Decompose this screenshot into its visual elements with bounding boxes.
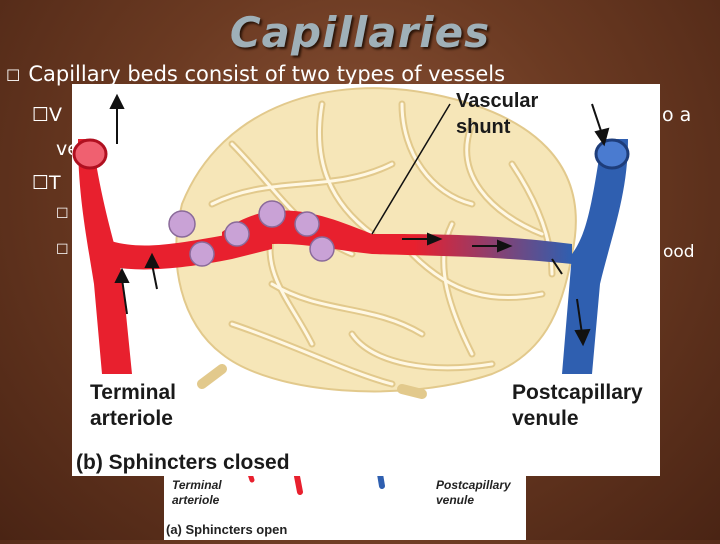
bullet-fragment-v: ☐V (32, 104, 62, 126)
caption-a: (a) Sphincters open (166, 522, 287, 537)
sub-bullet-icon: ☐ (56, 206, 69, 222)
sub-bullet-icon: ☐ (56, 242, 69, 258)
label-terminal-arteriole-b: Terminal arteriole (90, 380, 176, 432)
slide-title: Capillaries (0, 8, 720, 57)
postcapillary-venule (562, 139, 628, 374)
bullet-icon: ☐ (6, 66, 20, 85)
label-postcapillary-venule-b: Postcapillary venule (512, 380, 643, 432)
bullet-fragment-a: o a (662, 104, 691, 126)
label-postcapillary-venule-a: Postcapillary venule (436, 478, 511, 508)
label-vascular-shunt: Vascular shunt (456, 88, 538, 140)
sub-bullet-icon: ☐ (32, 172, 49, 194)
bullet-text-1: Capillary beds consist of two types of v… (28, 62, 505, 86)
sub-bullet-icon: ☐ (32, 104, 49, 126)
figure-sphincters-closed: Vascular shunt Terminal arteriole Postca… (72, 84, 660, 476)
bullet-fragment-t: ☐T (32, 172, 61, 194)
bullet-fragment-ood: ood (663, 242, 695, 262)
bullet-line-1: ☐ Capillary beds consist of two types of … (6, 62, 505, 86)
label-terminal-arteriole-a: Terminal arteriole (172, 478, 222, 508)
caption-b: (b) Sphincters closed (76, 450, 290, 476)
